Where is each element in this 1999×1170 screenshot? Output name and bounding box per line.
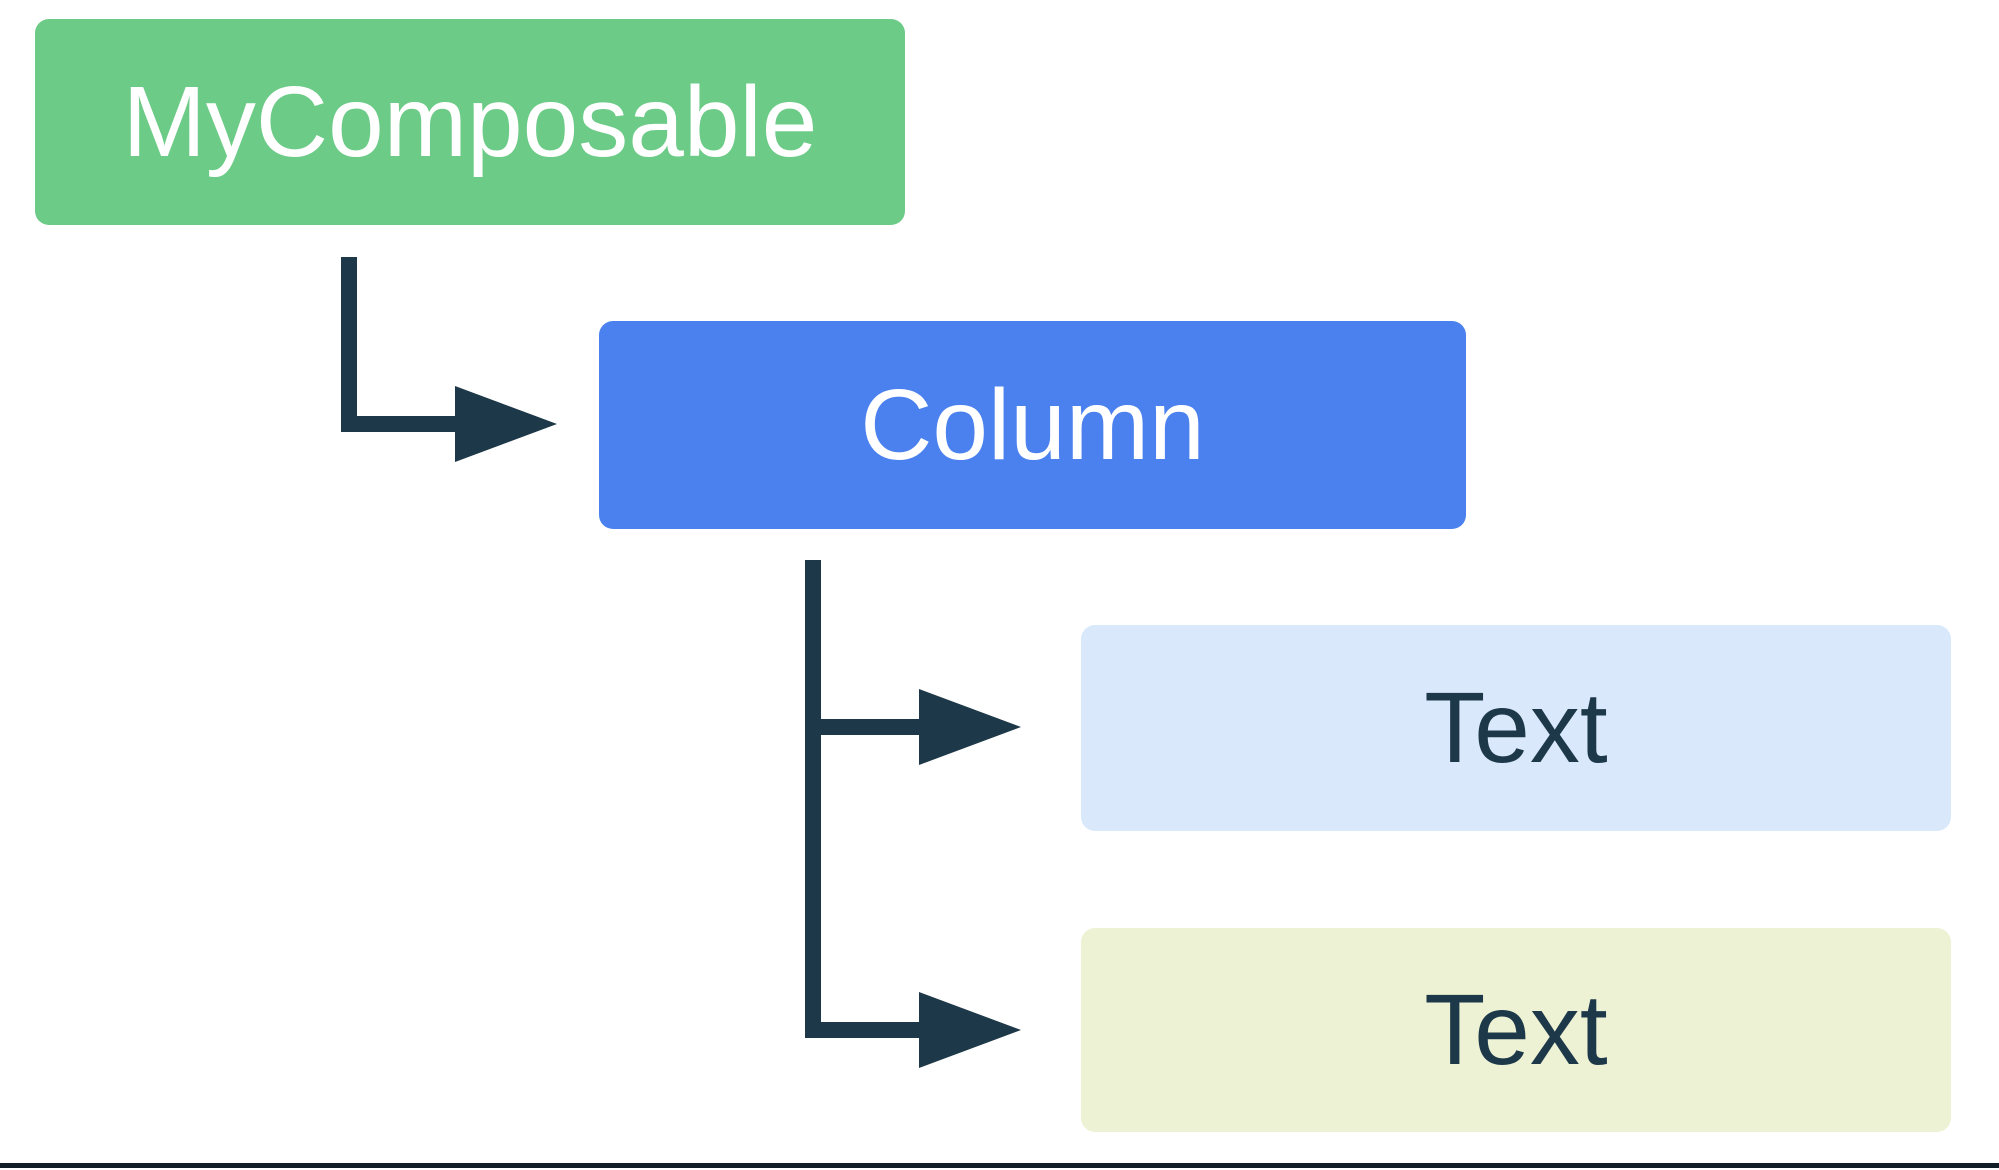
bottom-rule xyxy=(0,1163,1999,1168)
node-mycomposable: MyComposable xyxy=(35,19,905,225)
node-text-1-label: Text xyxy=(1424,671,1608,784)
connector-column-trunk xyxy=(805,560,919,1038)
arrowhead-column-to-text2 xyxy=(919,992,1021,1068)
connector-root-to-column xyxy=(341,257,455,432)
node-mycomposable-label: MyComposable xyxy=(122,65,818,178)
node-text-1: Text xyxy=(1081,625,1951,831)
node-text-2-label: Text xyxy=(1424,973,1608,1086)
arrowhead-column-to-text1 xyxy=(919,689,1021,765)
node-text-2: Text xyxy=(1081,928,1951,1132)
node-column-label: Column xyxy=(860,368,1205,481)
arrowhead-root-to-column xyxy=(455,386,557,462)
node-column: Column xyxy=(599,321,1466,529)
